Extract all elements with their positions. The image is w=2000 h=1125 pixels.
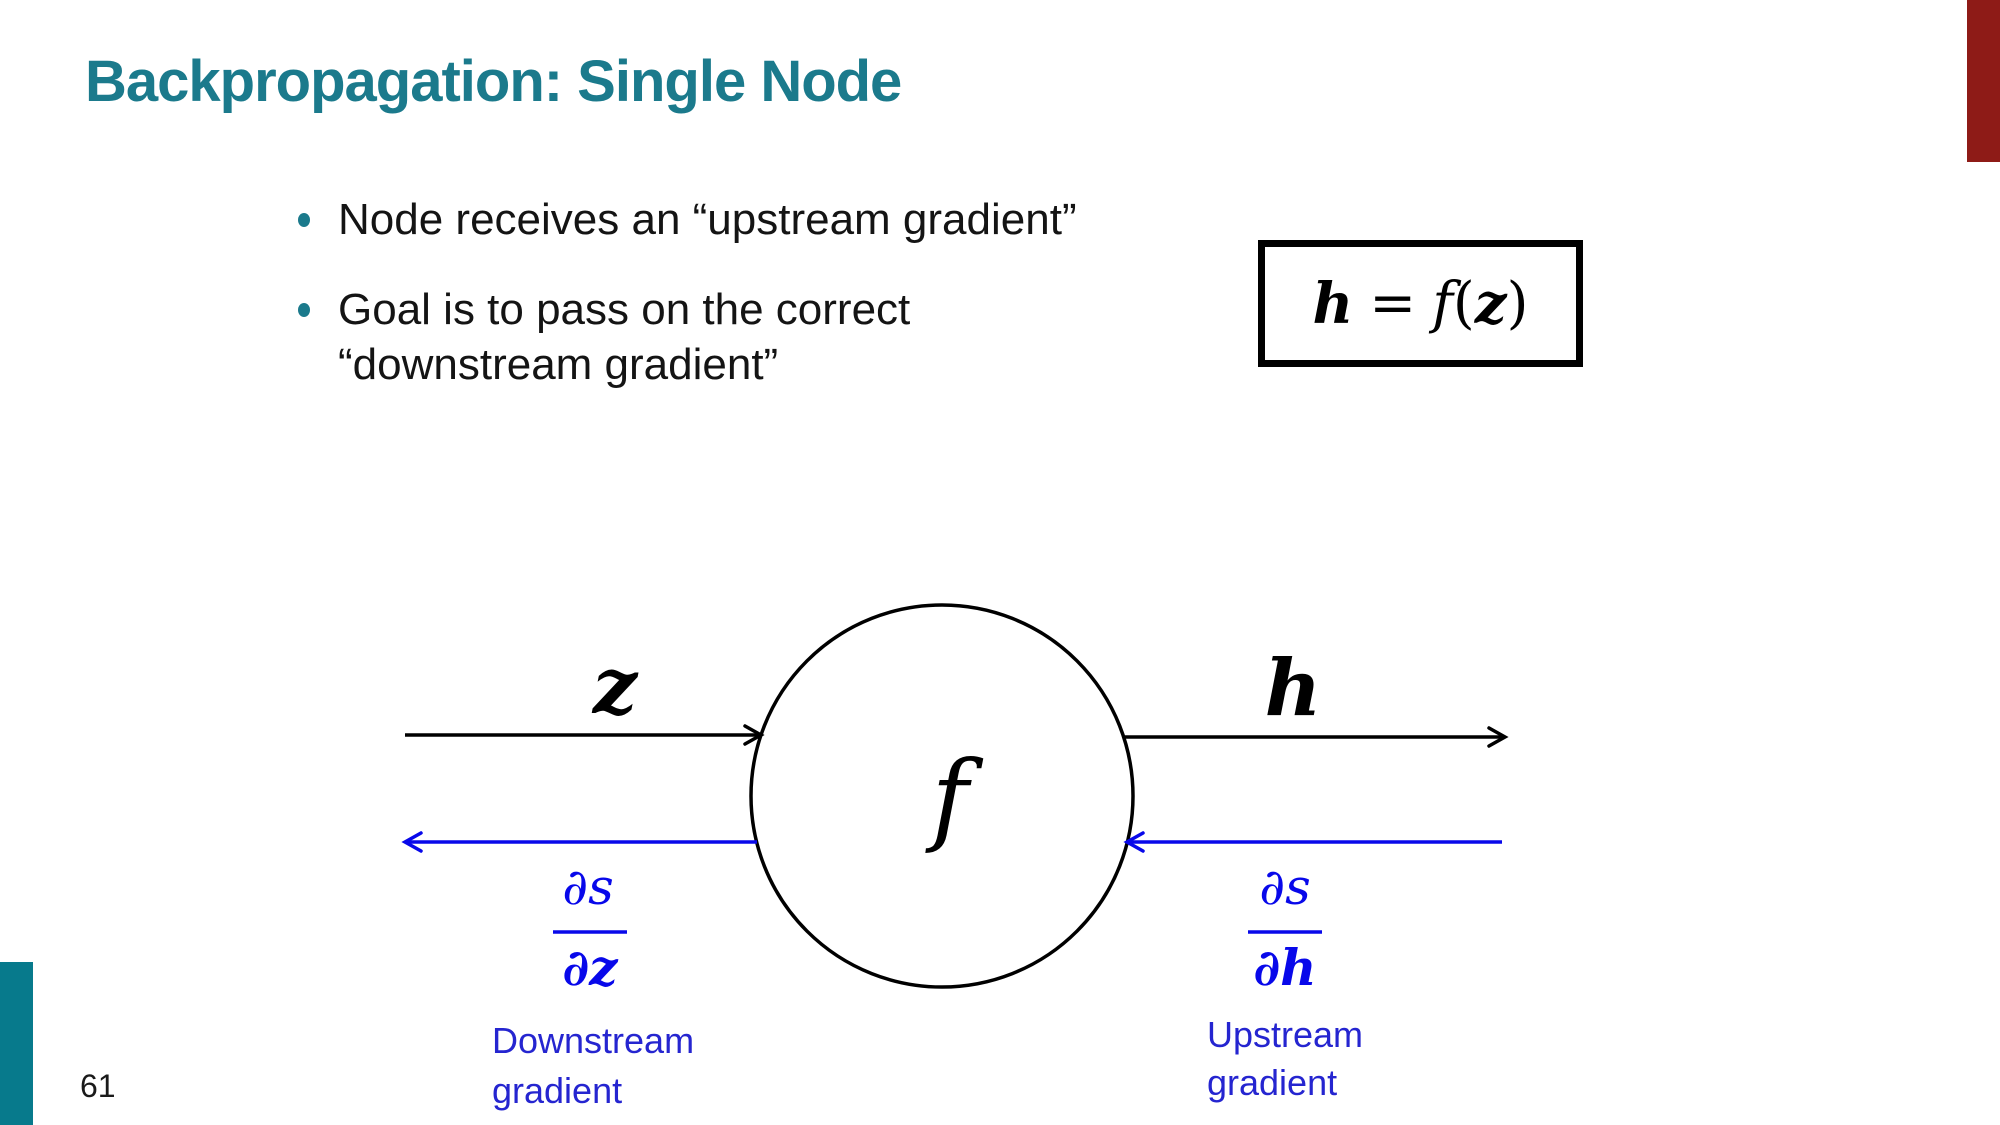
formula-lhs: h	[1312, 270, 1354, 337]
upstream-fraction-denominator: ∂h	[1253, 938, 1316, 997]
formula-open-paren: (	[1452, 271, 1475, 336]
bullet-dot	[298, 213, 310, 227]
upstream-caption-line2: gradient	[1207, 1062, 1337, 1103]
output-label: h	[1265, 643, 1322, 734]
formula-close-paren: )	[1506, 271, 1529, 336]
formula-equals: =	[1369, 271, 1417, 336]
bullet-text-1: Node receives an “upstream gradient”	[338, 195, 1077, 244]
formula-function: f	[1432, 271, 1453, 336]
accent-bar-top-right	[1967, 0, 2000, 162]
formula-argument: z	[1474, 270, 1507, 337]
formula-box: h = f ( z )	[1258, 240, 1583, 367]
bullet-dot	[298, 303, 310, 317]
downstream-caption-line2: gradient	[492, 1070, 622, 1111]
page-number: 61	[80, 1068, 116, 1104]
input-label: z	[591, 641, 639, 732]
bullet-item-1: Node receives an “upstream gradient”	[298, 192, 1077, 247]
bullet-text-2: Goal is to pass on the correct “downstre…	[338, 285, 911, 389]
bullet-item-2: Goal is to pass on the correct “downstre…	[298, 282, 1077, 392]
upstream-caption-line1: Upstream	[1207, 1014, 1363, 1055]
page-title: Backpropagation: Single Node	[85, 49, 902, 114]
function-node-circle	[749, 603, 1135, 989]
accent-bar-bottom-left	[0, 962, 33, 1125]
upstream-fraction-numerator: ∂s	[1259, 858, 1311, 916]
downstream-fraction-numerator: ∂s	[562, 858, 614, 916]
downstream-caption-line1: Downstream	[492, 1020, 694, 1061]
node-diagram: f z h ∂s ∂z ∂s ∂h Downstream gradient Up…	[401, 603, 1509, 1111]
downstream-fraction-denominator: ∂z	[562, 938, 619, 997]
bullet-list: Node receives an “upstream gradient” Goa…	[298, 192, 1077, 427]
